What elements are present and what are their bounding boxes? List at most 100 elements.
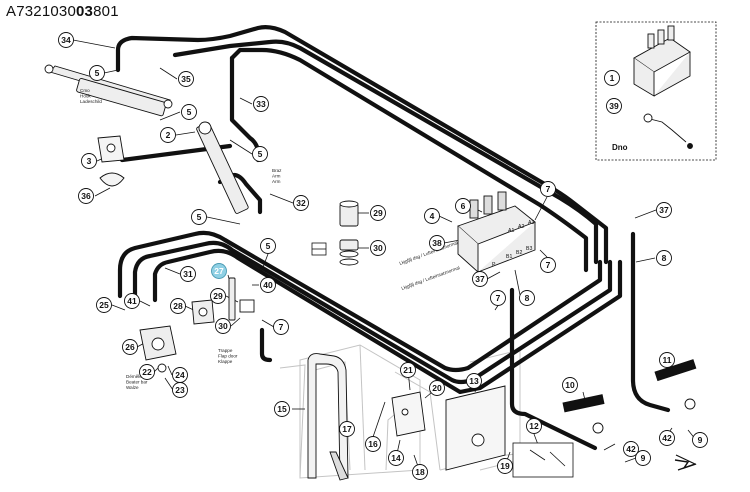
diagram-title: A732103003801 — [6, 3, 119, 20]
callout-number: 37 — [475, 274, 485, 284]
callout-1: 1 — [604, 70, 620, 86]
check-valve-symbol — [311, 242, 327, 256]
cylinder-icon — [44, 64, 173, 117]
callout-number: 30 — [218, 321, 228, 331]
callout-2: 2 — [160, 127, 176, 143]
callout-bubble — [692, 432, 708, 448]
callout-bubble — [656, 202, 672, 218]
callout-number: 11 — [663, 355, 672, 365]
callout-5: 5 — [89, 65, 105, 81]
callout-bubble — [412, 464, 428, 480]
control-plate-13 — [391, 385, 506, 471]
callout-number: 28 — [173, 301, 183, 311]
callout-bubble — [472, 271, 488, 287]
valve-label-1: Lkjgfjfj dsg / Lufteinsatznormal — [399, 240, 459, 266]
callout-34: 34 — [58, 32, 74, 48]
callout-number: 8 — [525, 293, 530, 303]
callout-number: 42 — [626, 444, 636, 454]
callout-number: 27 — [214, 266, 224, 276]
callout-bubble — [180, 266, 196, 282]
callout-bubble — [260, 238, 276, 254]
inset-label: Dno — [612, 143, 628, 152]
callout-bubble — [466, 373, 482, 389]
callout-14: 14 — [388, 450, 404, 466]
callout-number: 3 — [87, 156, 92, 166]
callout-number: 17 — [342, 424, 352, 434]
callout-bubble — [178, 71, 194, 87]
callout-number: 29 — [213, 291, 223, 301]
callout-number: 31 — [183, 269, 193, 279]
callout-number: 20 — [432, 383, 442, 393]
callout-32: 32 — [293, 195, 309, 211]
callout-39: 39 — [606, 98, 622, 114]
callout-13: 13 — [466, 373, 482, 389]
callout-bubble — [519, 290, 535, 306]
callout-18: 18 — [412, 464, 428, 480]
callout-number: 5 — [187, 107, 192, 117]
callout-21: 21 — [400, 362, 416, 378]
valve-label-2: Lkjgfjfj dsg / Lufteinsatznormal — [401, 265, 461, 291]
callout-bubble — [656, 250, 672, 266]
callout-number: 22 — [142, 367, 152, 377]
svg-text:A1: A1 — [508, 228, 514, 234]
callout-bubble — [370, 240, 386, 256]
callout-number: 13 — [469, 376, 479, 386]
callout-16: 16 — [365, 436, 381, 452]
callout-bubble — [424, 208, 440, 224]
callout-25: 25 — [96, 297, 112, 313]
cylinder-label: Cmo Hook Ladeschild — [80, 88, 102, 104]
callout-bubble — [497, 458, 513, 474]
callout-31: 31 — [180, 266, 196, 282]
callout-28: 28 — [170, 298, 186, 314]
callout-number: 21 — [403, 365, 413, 375]
svg-text:P: P — [492, 262, 496, 268]
callout-11: 11 — [659, 352, 675, 368]
callout-bubble — [540, 181, 556, 197]
callout-number: 12 — [529, 421, 539, 431]
callout-40: 40 — [260, 277, 276, 293]
callout-number: 25 — [99, 300, 109, 310]
callout-bubble — [122, 339, 138, 355]
callout-5: 5 — [260, 238, 276, 254]
callout-27: 27 — [211, 263, 227, 279]
callout-bubble — [170, 298, 186, 314]
callout-number: 16 — [368, 439, 378, 449]
callout-bubble — [124, 293, 140, 309]
callout-6: 6 — [455, 198, 471, 214]
callout-5: 5 — [252, 146, 268, 162]
callout-number: 15 — [277, 404, 287, 414]
callout-bubble — [370, 205, 386, 221]
hose-lines — [115, 25, 671, 451]
callout-number: 26 — [125, 342, 135, 352]
callout-number: 6 — [461, 201, 466, 211]
handle-15 — [307, 353, 349, 481]
callout-bubble — [562, 377, 578, 393]
callout-30: 30 — [370, 240, 386, 256]
callout-number: 41 — [127, 296, 137, 306]
callout-bubble — [659, 352, 675, 368]
callout-20: 20 — [429, 380, 445, 396]
callout-bubble — [210, 288, 226, 304]
callout-7: 7 — [273, 319, 289, 335]
callout-bubble — [365, 436, 381, 452]
callout-7: 7 — [540, 181, 556, 197]
callout-bubble — [455, 198, 471, 214]
callout-bubble — [89, 65, 105, 81]
callout-33: 33 — [253, 96, 269, 112]
callout-number: 42 — [662, 433, 672, 443]
callout-23: 23 — [172, 382, 188, 398]
inset-box: Dno — [595, 21, 717, 161]
callout-bubble — [78, 188, 94, 204]
callout-bubble — [191, 209, 207, 225]
callout-26: 26 — [122, 339, 138, 355]
callout-number: 36 — [81, 191, 91, 201]
callout-number: 14 — [391, 453, 401, 463]
callout-38: 38 — [429, 235, 445, 251]
callout-15: 15 — [274, 401, 290, 417]
callout-number: 24 — [175, 370, 185, 380]
callout-8: 8 — [656, 250, 672, 266]
callout-37: 37 — [472, 271, 488, 287]
callout-3: 3 — [81, 153, 97, 169]
callout-number: 30 — [373, 243, 383, 253]
callout-10: 10 — [562, 377, 578, 393]
